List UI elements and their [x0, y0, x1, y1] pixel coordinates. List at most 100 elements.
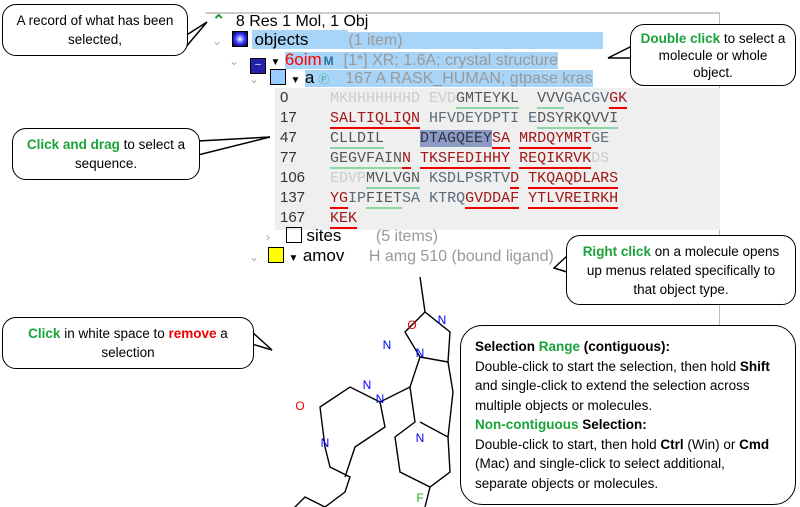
residue-segment[interactable]: DS	[591, 150, 610, 167]
residue-segment[interactable]	[420, 110, 429, 127]
residue-segment[interactable]	[510, 150, 519, 167]
residue-segment[interactable]: E	[528, 110, 538, 127]
callout-selection-record: A record of what has been selected,	[2, 4, 188, 56]
objects-icon	[232, 31, 248, 47]
residue-number: 17	[280, 109, 297, 126]
tree-item-objects[interactable]: objects(1 item)	[232, 30, 603, 50]
residue-segment[interactable]: SA	[402, 190, 421, 207]
molecule-structure[interactable]: O O N N N N N N N F	[270, 262, 458, 507]
residue-segment[interactable]	[510, 130, 519, 147]
objects-count: (1 item)	[348, 32, 603, 49]
callout-pointer	[197, 136, 271, 156]
molecule-atom: N	[363, 378, 372, 392]
residue-number: 167	[280, 209, 306, 226]
expand-chevron-icon[interactable]: ⌄	[249, 72, 260, 86]
residue-segment[interactable]: SALTIQLIQN	[330, 110, 421, 129]
residue-segment[interactable]: GACGV	[564, 90, 610, 107]
expand-chevron-icon[interactable]: ⌄	[229, 54, 240, 68]
callout-text: A record of what has been selected,	[16, 13, 174, 47]
selection-summary-row[interactable]: ⌃ 8 Res 1 Mol, 1 Obj	[212, 12, 368, 32]
residue-segment[interactable]	[519, 190, 528, 207]
residue-segment[interactable]: YG	[330, 190, 349, 209]
help-heading-emphasis: Non-contiguous	[475, 417, 579, 432]
residue-segment[interactable]: GE	[591, 130, 610, 147]
residue-segment[interactable]: TKSFEDIHHY	[420, 150, 511, 169]
help-heading: (contiguous):	[580, 339, 671, 354]
callout-pointer	[184, 21, 208, 49]
residue-segment[interactable]: KSDLPSRTV	[429, 170, 511, 187]
residue-segment[interactable]: VVV	[537, 90, 565, 109]
residue-segment[interactable]	[519, 110, 528, 127]
residue-segment[interactable]	[519, 90, 537, 107]
expand-chevron-icon[interactable]: ›	[266, 230, 270, 244]
residue-segment[interactable]: REQIKRVK	[519, 150, 592, 169]
sequence-row[interactable]: 17 SALTIQLIQN HFVDEYDPTI EDSYRKQVVI	[280, 108, 619, 129]
residue-segment[interactable]: IP	[348, 190, 367, 207]
tree-item-amov[interactable]: ▼ amov H amg 510 (bound ligand)	[268, 246, 554, 266]
residue-segment[interactable]: DSYRKQVVI	[537, 110, 619, 129]
callout-text: in white space to	[60, 326, 169, 341]
residue-segment[interactable]: KEK	[330, 210, 358, 229]
residue-segment[interactable]: CLLDIL	[330, 130, 385, 149]
callout-emphasis: Right click	[582, 243, 651, 259]
sequence-row[interactable]: 137 YGIPFIETSA KTRQGVDDAF YTLVREIRKH	[280, 188, 619, 209]
residue-segment[interactable]: GK	[609, 90, 628, 109]
molecule-atom: N	[416, 346, 425, 360]
tree-item-sites[interactable]: sites (5 items)	[286, 226, 438, 246]
residue-segment[interactable]: SA	[492, 130, 511, 149]
help-heading: Selection:	[578, 417, 647, 432]
sequence-row[interactable]: 0 MKHHHHHHHD EVDGMTEYKL VVVGACGVGK	[280, 88, 628, 109]
residue-number: 137	[280, 189, 306, 206]
help-heading-emphasis: Range	[538, 339, 581, 354]
residue-segment[interactable]: FIET	[366, 190, 403, 209]
chain-label: a	[304, 68, 315, 87]
residue-number: 47	[280, 129, 297, 146]
residue-segment[interactable]	[420, 170, 429, 187]
sequence-row[interactable]: 167 KEK	[280, 208, 358, 229]
callout-text: a selection	[101, 326, 228, 360]
callout-double-click: Double click to select a molecule or who…	[630, 24, 796, 86]
residue-segment[interactable]: GVDDAF	[465, 190, 520, 209]
residue-segment[interactable]: KTRQ	[429, 190, 466, 207]
sequence-row[interactable]: 47 CLLDIL DTAGQEEYSA MRDQYMRTGE	[280, 128, 609, 149]
residue-segment[interactable]	[411, 150, 420, 167]
residue-segment[interactable]: EVD	[429, 90, 457, 107]
residue-segment[interactable]	[519, 170, 528, 187]
residue-segment[interactable]	[420, 90, 429, 107]
residue-number: 0	[280, 89, 289, 106]
callout-right-click: Right click on a molecule opens up menus…	[566, 235, 796, 305]
ligand-description: H amg 510 (bound ligand)	[368, 248, 554, 265]
residue-segment[interactable]	[384, 130, 420, 147]
expand-chevron-icon[interactable]: ⌄	[212, 34, 223, 48]
sequence-viewer[interactable]	[275, 88, 720, 230]
dropdown-arrow-icon[interactable]: ▼	[290, 75, 301, 86]
sites-count: (5 items)	[375, 228, 439, 245]
dropdown-arrow-icon[interactable]: ▼	[270, 57, 281, 68]
residue-segment[interactable]: GMTEYKL	[456, 90, 520, 109]
residue-segment[interactable]: MVLVGN	[366, 170, 421, 189]
residue-segment[interactable]: EDVP	[330, 170, 367, 187]
residue-segment[interactable]: HFVDEYDPTI	[429, 110, 520, 127]
callout-emphasis: Click and drag	[26, 137, 120, 152]
expand-chevron-icon[interactable]: ⌄	[249, 250, 260, 264]
residue-segment[interactable]: D	[510, 170, 520, 189]
callout-pointer	[552, 255, 568, 273]
selected-residues[interactable]: DTAGQEEY	[420, 130, 493, 147]
ligand-icon	[268, 247, 284, 263]
residue-segment[interactable]: MKHHHHHHHD	[330, 90, 421, 107]
residue-segment[interactable]: GEGVFAIN	[330, 150, 403, 169]
help-text: (Win) or	[683, 436, 740, 452]
residue-segment[interactable]: YTLVREIRKH	[528, 190, 619, 209]
help-key: Cmd	[739, 436, 770, 452]
ligand-label: amov	[302, 246, 345, 265]
residue-segment[interactable]: TKQAQDLARS	[528, 170, 619, 189]
residue-segment[interactable]: MRDQYMRT	[519, 130, 592, 149]
callout-text: to select a sequence.	[74, 137, 186, 171]
dropdown-arrow-icon[interactable]: ▼	[288, 253, 299, 264]
residue-segment[interactable]: N	[402, 150, 412, 169]
residue-segment[interactable]	[420, 190, 429, 207]
